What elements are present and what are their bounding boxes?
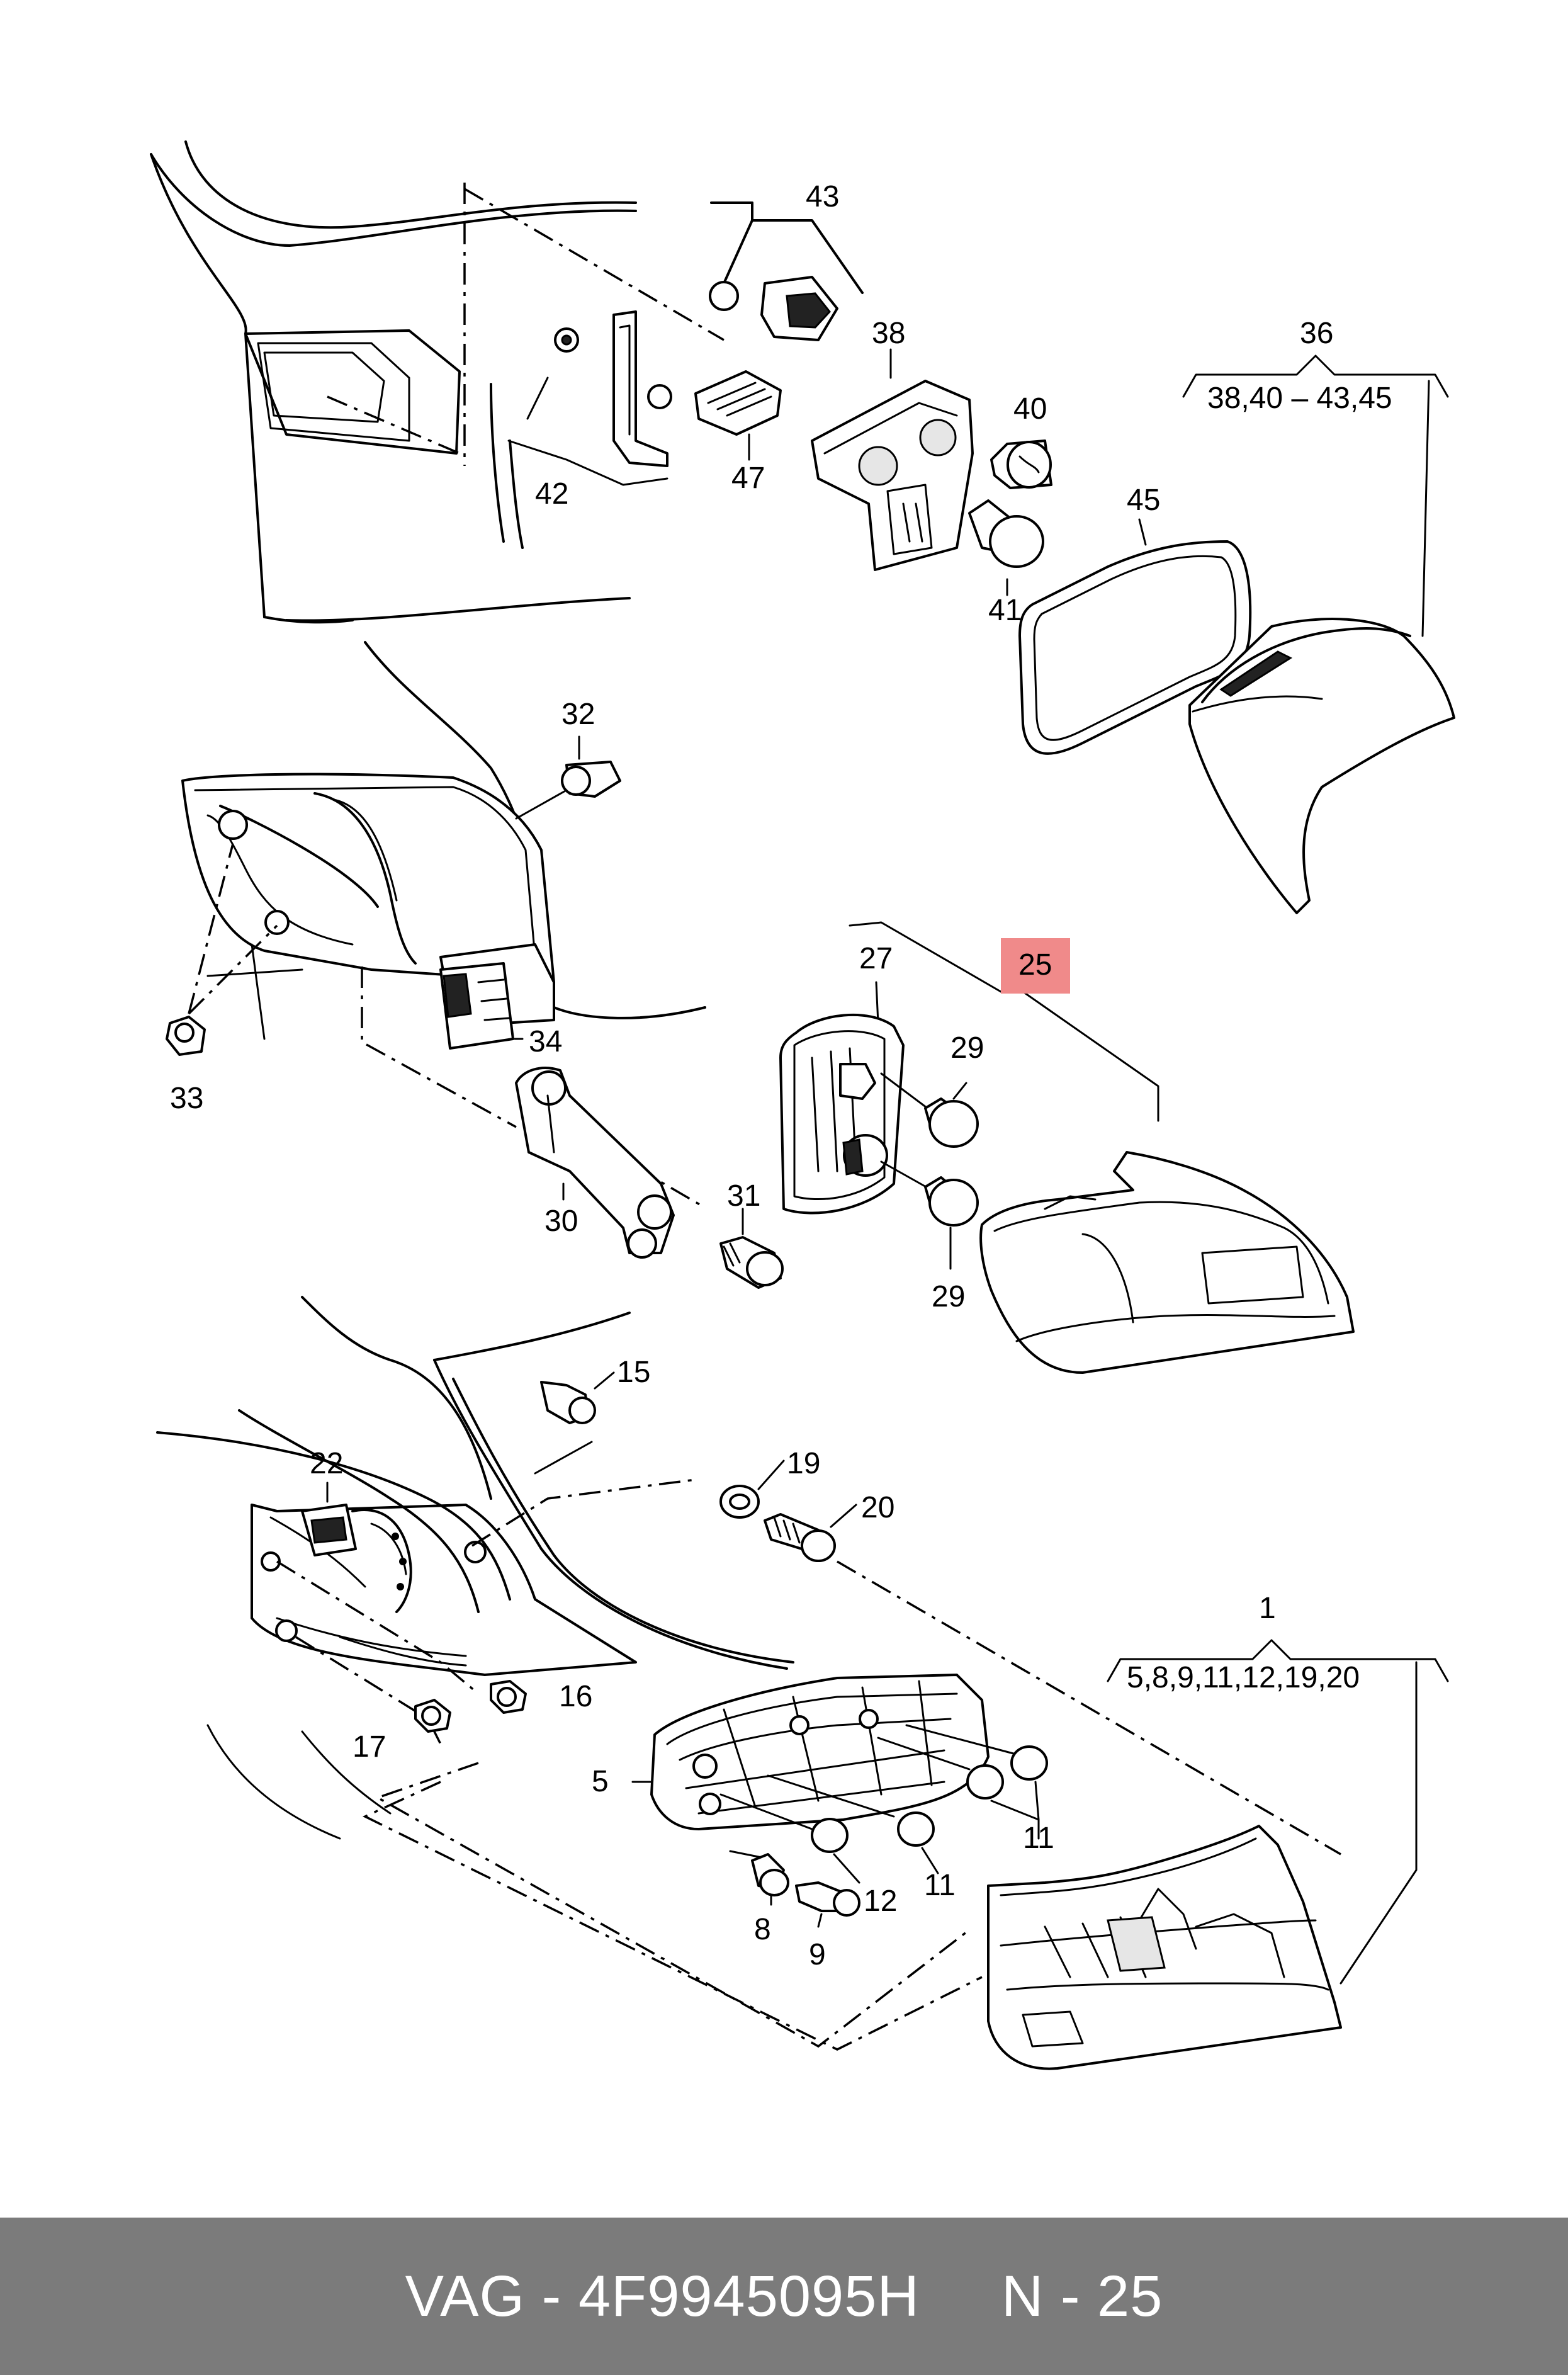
- callout-36: 36: [1300, 317, 1333, 350]
- callout-16: 16: [559, 1680, 592, 1713]
- clip-part-16: [490, 1680, 527, 1714]
- leader-bot-5: [276, 1560, 480, 1695]
- tail-lamp-part-1: [987, 1825, 1342, 2070]
- leader-top-3: [327, 395, 460, 455]
- tail-lamp-part-25: [849, 921, 1355, 1374]
- leader-mid-2: [566, 1126, 702, 1207]
- callout-38: 38: [872, 317, 905, 350]
- group-bracket-1: [1107, 1639, 1449, 1985]
- callout-17: 17: [353, 1730, 386, 1764]
- bulb-part-11-left: [719, 1774, 939, 1884]
- grommet-part-19: [719, 1460, 785, 1519]
- callout-19: 19: [787, 1447, 820, 1480]
- callout-32: 32: [561, 698, 595, 731]
- part-number-label: VAG - 4F9945095H: [405, 2264, 920, 2328]
- callout-33: 33: [170, 1082, 203, 1115]
- callout-41: 41: [988, 594, 1022, 627]
- lamp-carrier-part-5: [631, 1674, 990, 1830]
- bracket-part-30: [515, 1067, 675, 1259]
- bulb-part-29-lower: [880, 1160, 979, 1270]
- callout-labels: 25 43 38 36 38,40 – 43,45 40 42 47 45 41…: [170, 180, 1392, 1971]
- reference-label: N - 25: [1001, 2264, 1163, 2328]
- tail-lamp-part-36: [1188, 618, 1455, 914]
- leader-bot-4: [362, 1781, 983, 2051]
- leader-bot-1: [471, 1478, 696, 1547]
- callout-25: 25: [1018, 948, 1052, 982]
- bracket-part-42: [507, 310, 672, 486]
- callout-30: 30: [544, 1205, 578, 1238]
- leader-bot-3: [375, 1762, 971, 2048]
- highlight-box-25: [1001, 938, 1070, 994]
- callout-29-upper: 29: [950, 1031, 984, 1065]
- leader-bot-6: [295, 1636, 442, 1745]
- callout-42: 42: [535, 477, 568, 511]
- leader-bot-2: [837, 1560, 1341, 1856]
- leader-top-2: [464, 188, 725, 341]
- callout-15: 15: [617, 1356, 650, 1389]
- connector-part-22: [301, 1482, 412, 1613]
- callout-40: 40: [1013, 392, 1047, 426]
- bulb-holder-part-38: [811, 348, 974, 571]
- middle-body-panel: [181, 641, 706, 1040]
- callout-11-right: 11: [1023, 1822, 1054, 1855]
- clip-part-17: [414, 1699, 451, 1733]
- callout-1: 1: [1259, 1592, 1276, 1625]
- clip-part-32: [515, 735, 621, 820]
- bulb-part-41: [968, 499, 1044, 596]
- callout-22: 22: [310, 1447, 343, 1480]
- callout-27: 27: [859, 942, 893, 975]
- callout-43: 43: [806, 180, 839, 213]
- callout-29-lower: 29: [932, 1280, 965, 1313]
- sensor-part-43: [709, 201, 864, 341]
- bulb-part-9: [795, 1881, 860, 1928]
- bulb-part-11-right: [877, 1724, 1048, 1840]
- group-bracket-36: [1182, 354, 1449, 637]
- callout-20: 20: [861, 1491, 894, 1524]
- connector-part-47: [694, 370, 782, 461]
- group-36-members: 38,40 – 43,45: [1207, 382, 1392, 415]
- callout-11-left: 11: [924, 1869, 956, 1902]
- callout-8: 8: [754, 1913, 771, 1946]
- callout-12: 12: [864, 1885, 897, 1918]
- leader-mid-1: [361, 966, 517, 1128]
- bulb-part-29-upper: [880, 1072, 979, 1148]
- screw-part-31: [719, 1208, 784, 1289]
- exploded-parts-diagram: 25 43 38 36 38,40 – 43,45 40 42 47 45 41…: [150, 140, 1455, 2070]
- bulb-part-40: [990, 439, 1052, 489]
- upper-body-panel: [150, 140, 637, 624]
- footer-bar: VAG - 4F9945095H N - 25: [0, 2218, 1568, 2375]
- clip-part-33: [166, 843, 278, 1056]
- group-1-members: 5,8,9,11,12,19,20: [1127, 1661, 1360, 1694]
- callout-34: 34: [529, 1025, 562, 1058]
- callout-9: 9: [809, 1938, 826, 1971]
- screw-part-20: [764, 1504, 857, 1562]
- callout-45: 45: [1127, 484, 1160, 517]
- lamp-carrier-part-27: [779, 981, 905, 1215]
- bulb-part-8: [729, 1850, 789, 1906]
- footer-caption: VAG - 4F9945095H N - 25: [405, 2264, 1163, 2330]
- clip-part-15: [534, 1371, 615, 1475]
- lower-body-panel: [156, 1296, 794, 1840]
- connector-part-34: [439, 962, 524, 1050]
- callout-5: 5: [592, 1765, 609, 1798]
- callout-31: 31: [727, 1179, 760, 1213]
- callout-47: 47: [731, 462, 765, 495]
